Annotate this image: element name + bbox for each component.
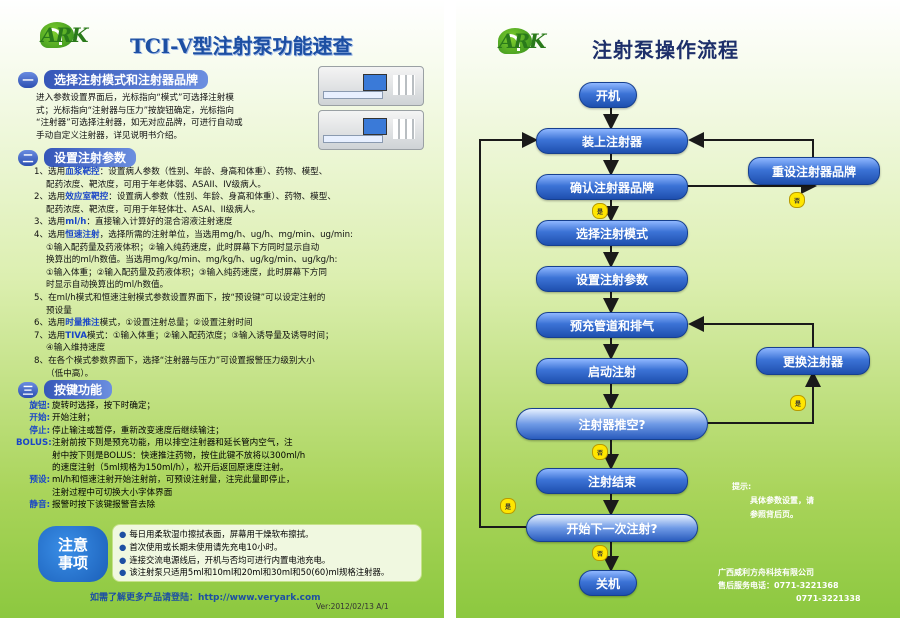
param-line: 换算出的ml/h数值。当选用mg/kg/min、mg/kg/h、ug/kg/mi… [46,255,338,266]
syringe-pump-image [318,66,424,154]
param-line: 时显示自动换算出的ml/h数值。 [46,280,169,291]
bullet-icon: ● [119,541,127,552]
key-row: 预设:ml/h和恒速注射开始注射前，可预设注射量，注完此量即停止， [29,475,295,486]
leaf-logo-icon [40,22,74,48]
param-line: 配药浓度、靶浓度，可用于年轻体壮、ASAI、II级病人。 [46,204,261,215]
decision-next-infusion: 开始下一次注射? [526,514,698,542]
step-set-params: 设置注射参数 [536,266,688,292]
step-select-mode: 选择注射模式 [536,220,688,246]
step-power-on: 开机 [579,82,637,108]
param-line: 1、选用血浆靶控：设置病人参数（性别、年龄、身高和体重）、药物、模型、 [34,167,328,177]
leaf-logo-icon [498,28,532,54]
section-label: 设置注射参数 [44,148,137,167]
bullet-icon: ● [119,554,127,565]
right-title: 注射泵操作流程 [592,38,739,62]
param-line: 配药浓度、靶浓度，可用于年老体弱、ASAII、IV级病人。 [46,179,266,190]
param-line: 8、在各个模式参数界面下，选择“注射器与压力”可设置报警压力级别大小 [34,355,315,366]
section-number: 三 [18,381,38,398]
yes-branch-line [706,371,821,424]
step-load-syringe: 装上注射器 [536,128,688,154]
key-row: 旋钮:旋转时选择，按下时确定； [29,401,156,411]
reset-return-arrow [688,132,814,157]
step-replace-syringe: 更换注射器 [756,347,870,375]
step-power-off: 关机 [579,570,637,596]
step-reset-brand: 重设注射器品牌 [748,157,880,185]
company-block: 广西威利方舟科技有限公司 售后服务电话：0771-3221368 0771-32… [718,568,861,603]
section-label: 选择注射模式和注射器品牌 [44,70,209,89]
param-line: 7、选用TIVA模式：①输入体重；②输入配药浓度；③输入诱导量及诱导时间； [34,330,334,341]
step-prime-purge: 预充管道和排气 [536,312,688,338]
param-line: 6、选用时量推注模式，①设置注射总量；②设置注射时间 [34,318,253,329]
notice-badge: 注意事项 [38,526,108,582]
keys-list: 旋钮:旋转时选择，按下时确定； 开始:开始注射；停止:停止输注或暂停，重新改变速度… [16,400,305,512]
param-line: 4、选用恒速注射，选择所需的注射单位，当选用mg/h、ug/h、mg/min、u… [34,229,353,240]
section-1-heading: 一 选择注射模式和注射器品牌 [18,70,209,89]
decision-syringe-empty: 注射器推空? [516,408,708,440]
param-line: ①输入配药量及药液体积；②输入纯药速度，此时屏幕下方同时显示自动 [46,242,320,253]
key-row: 静音:报警时按下该键报警音去除 [29,500,156,511]
pump-unit [318,110,424,150]
section-number: 二 [18,149,38,166]
section-number: 一 [18,71,38,88]
step-infusion-end: 注射结束 [536,468,688,494]
key-row: 的速度注射（5ml规格为150ml/h），松开后返回原速度注射。 [52,463,289,474]
notice-box: ●每日用柔软湿巾擦拭表面，屏幕用干燥软布擦拭。 ●首次使用或长期未使用请先充电1… [112,524,422,582]
left-title: TCI-V型注射泵功能速查 [130,34,353,58]
no-badge: 否 [592,444,608,460]
logo-text: ARK [41,22,89,47]
ark-logo: ARK [498,28,547,54]
param-line: ④输入维持速度 [46,343,106,354]
yes-badge: 是 [790,395,806,411]
flowchart-connectors [479,106,821,572]
key-row: 射中按下则是BOLUS：快速推注药物，按住此键不放将以300ml/h [52,450,306,461]
key-row: BOLUS:注射前按下则是预充功能，用以排空注射器和延长管内空气，注 [16,438,293,449]
param-line: ①输入体重；②输入配药量及药液体积；③输入纯药速度，此时屏幕下方同 [46,267,327,278]
no-badge: 否 [789,192,805,208]
yes-badge: 是 [592,203,608,219]
param-line: 预设量 [46,305,72,316]
yes-badge: 是 [500,498,516,514]
key-row: 停止:停止输注或暂停，重新改变速度后继续输注； [29,425,224,436]
key-row: 开始:开始注射； [29,413,95,424]
no-badge: 否 [592,545,608,561]
restart-loop-arrow [479,132,538,528]
left-page: ARK TCI-V型注射泵功能速查 一 选择注射模式和注射器品牌 进入参数设置界… [0,0,444,618]
logo-text: ARK [499,28,547,53]
section-3-heading: 三 按键功能 [18,380,113,399]
bullet-icon: ● [119,529,127,539]
bullet-icon: ● [119,567,127,578]
params-list: 1、选用血浆靶控：设置病人参数（性别、年龄、身高和体重）、药物、模型、配药浓度、… [34,166,434,380]
step-start-infusion: 启动注射 [536,358,688,384]
param-line: （低中高）。 [46,368,94,379]
tip-block: 提示: 具体参数设置，请 参照背后页。 [732,482,814,519]
section-2-heading: 二 设置注射参数 [18,148,137,167]
param-line: 3、选用ml/h：直接输入计算好的混合溶液注射速度 [34,217,233,228]
param-line: 5、在ml/h模式和恒速注射模式参数设置界面下，按“预设键”可以设定注射的 [34,292,326,303]
footer-link[interactable]: 如需了解更多产品请登陆：http://www.veryark.com [90,593,321,603]
pump-unit [318,66,424,106]
section-label: 按键功能 [44,380,113,399]
key-row: 注射过程中可切换大小字体界面 [52,487,173,498]
version-label: Ver:2012/02/13 A/1 [316,602,389,611]
step-confirm-brand: 确认注射器品牌 [536,174,688,200]
ark-logo: ARK [40,22,89,48]
intro-text: 进入参数设置界面后，光标指向“模式”可选择注射模式；光标指向“注射器与压力”按旋… [36,93,243,141]
param-line: 2、选用效应室靶控：设置病人参数（性别、年龄、身高和体重）、药物、模型、 [34,192,336,203]
replace-return-arrow [688,316,814,347]
right-page: ARK 注射泵操作流程 开机 装上注射器 确认注射器品牌 选择注射模式 设置注射… [456,0,900,618]
